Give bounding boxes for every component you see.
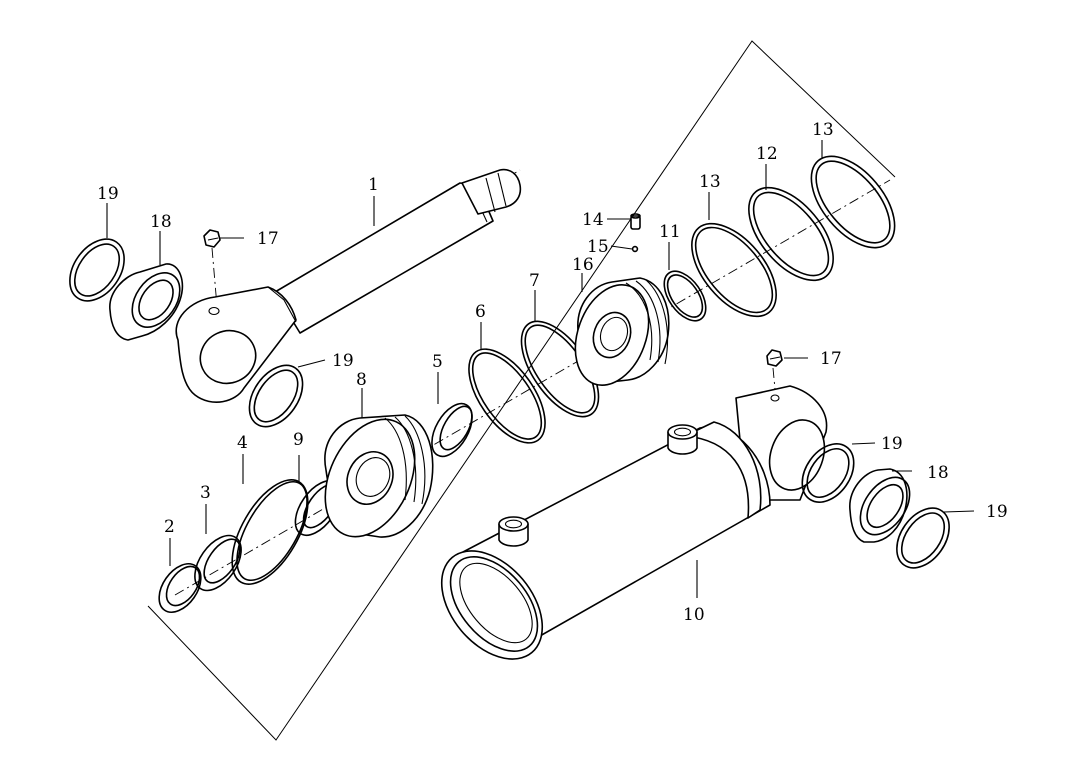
ring-part-13-a [691, 222, 777, 318]
cylinder-barrel-part-10 [440, 385, 828, 660]
callout-8: 8 [356, 370, 367, 390]
leader-lines [106, 140, 975, 598]
callout-17-b: 17 [820, 349, 842, 369]
callout-5: 5 [432, 352, 443, 372]
axis-line-pin-left [211, 247, 219, 319]
callout-19-a: 19 [97, 184, 119, 204]
ring-part-19-c [801, 443, 855, 503]
o-ring-part-6 [468, 348, 546, 444]
callout-4: 4 [237, 433, 248, 453]
screw-part-14 [630, 213, 641, 230]
callout-13-a: 13 [699, 172, 721, 192]
o-ring-part-4 [231, 479, 309, 585]
callout-16: 16 [572, 255, 594, 275]
grease-nipple-part-17-b [766, 349, 783, 367]
piston-part-16 [574, 277, 670, 387]
ring-part-19-a [69, 238, 125, 302]
ball-part-15 [631, 245, 639, 253]
callout-17-a: 17 [257, 229, 279, 249]
grease-nipple-part-17-a [203, 229, 221, 248]
callout-3: 3 [200, 483, 211, 503]
callout-1: 1 [368, 175, 379, 195]
piston-rod-part-1 [175, 168, 522, 403]
callout-labels: 1 2 3 4 5 6 7 8 9 10 11 12 13 13 14 15 1… [97, 120, 1008, 625]
ring-part-19-b [248, 364, 304, 428]
callout-18-b: 18 [927, 463, 949, 483]
assembly-frame [147, 40, 896, 741]
callout-13-b: 13 [812, 120, 834, 140]
callout-18-a: 18 [150, 212, 172, 232]
bushing-part-18-a [109, 263, 184, 341]
callout-10: 10 [683, 605, 705, 625]
ring-part-12 [748, 186, 834, 282]
bushing-part-5 [431, 402, 473, 458]
callout-7: 7 [529, 271, 540, 291]
callout-6: 6 [475, 302, 486, 322]
callout-15: 15 [587, 237, 609, 257]
callout-14: 14 [582, 210, 604, 230]
ring-part-11 [663, 270, 707, 322]
callout-9: 9 [293, 430, 304, 450]
callout-19-b: 19 [332, 351, 354, 371]
callout-12: 12 [756, 144, 778, 164]
callout-2: 2 [164, 517, 175, 537]
ring-part-19-d [896, 507, 950, 569]
callout-19-c: 19 [881, 434, 903, 454]
callout-19-d: 19 [986, 502, 1008, 522]
callout-11: 11 [659, 222, 681, 242]
ring-part-13-b [810, 155, 896, 249]
gland-part-8 [324, 414, 434, 538]
bushing-part-18-b [849, 468, 911, 543]
